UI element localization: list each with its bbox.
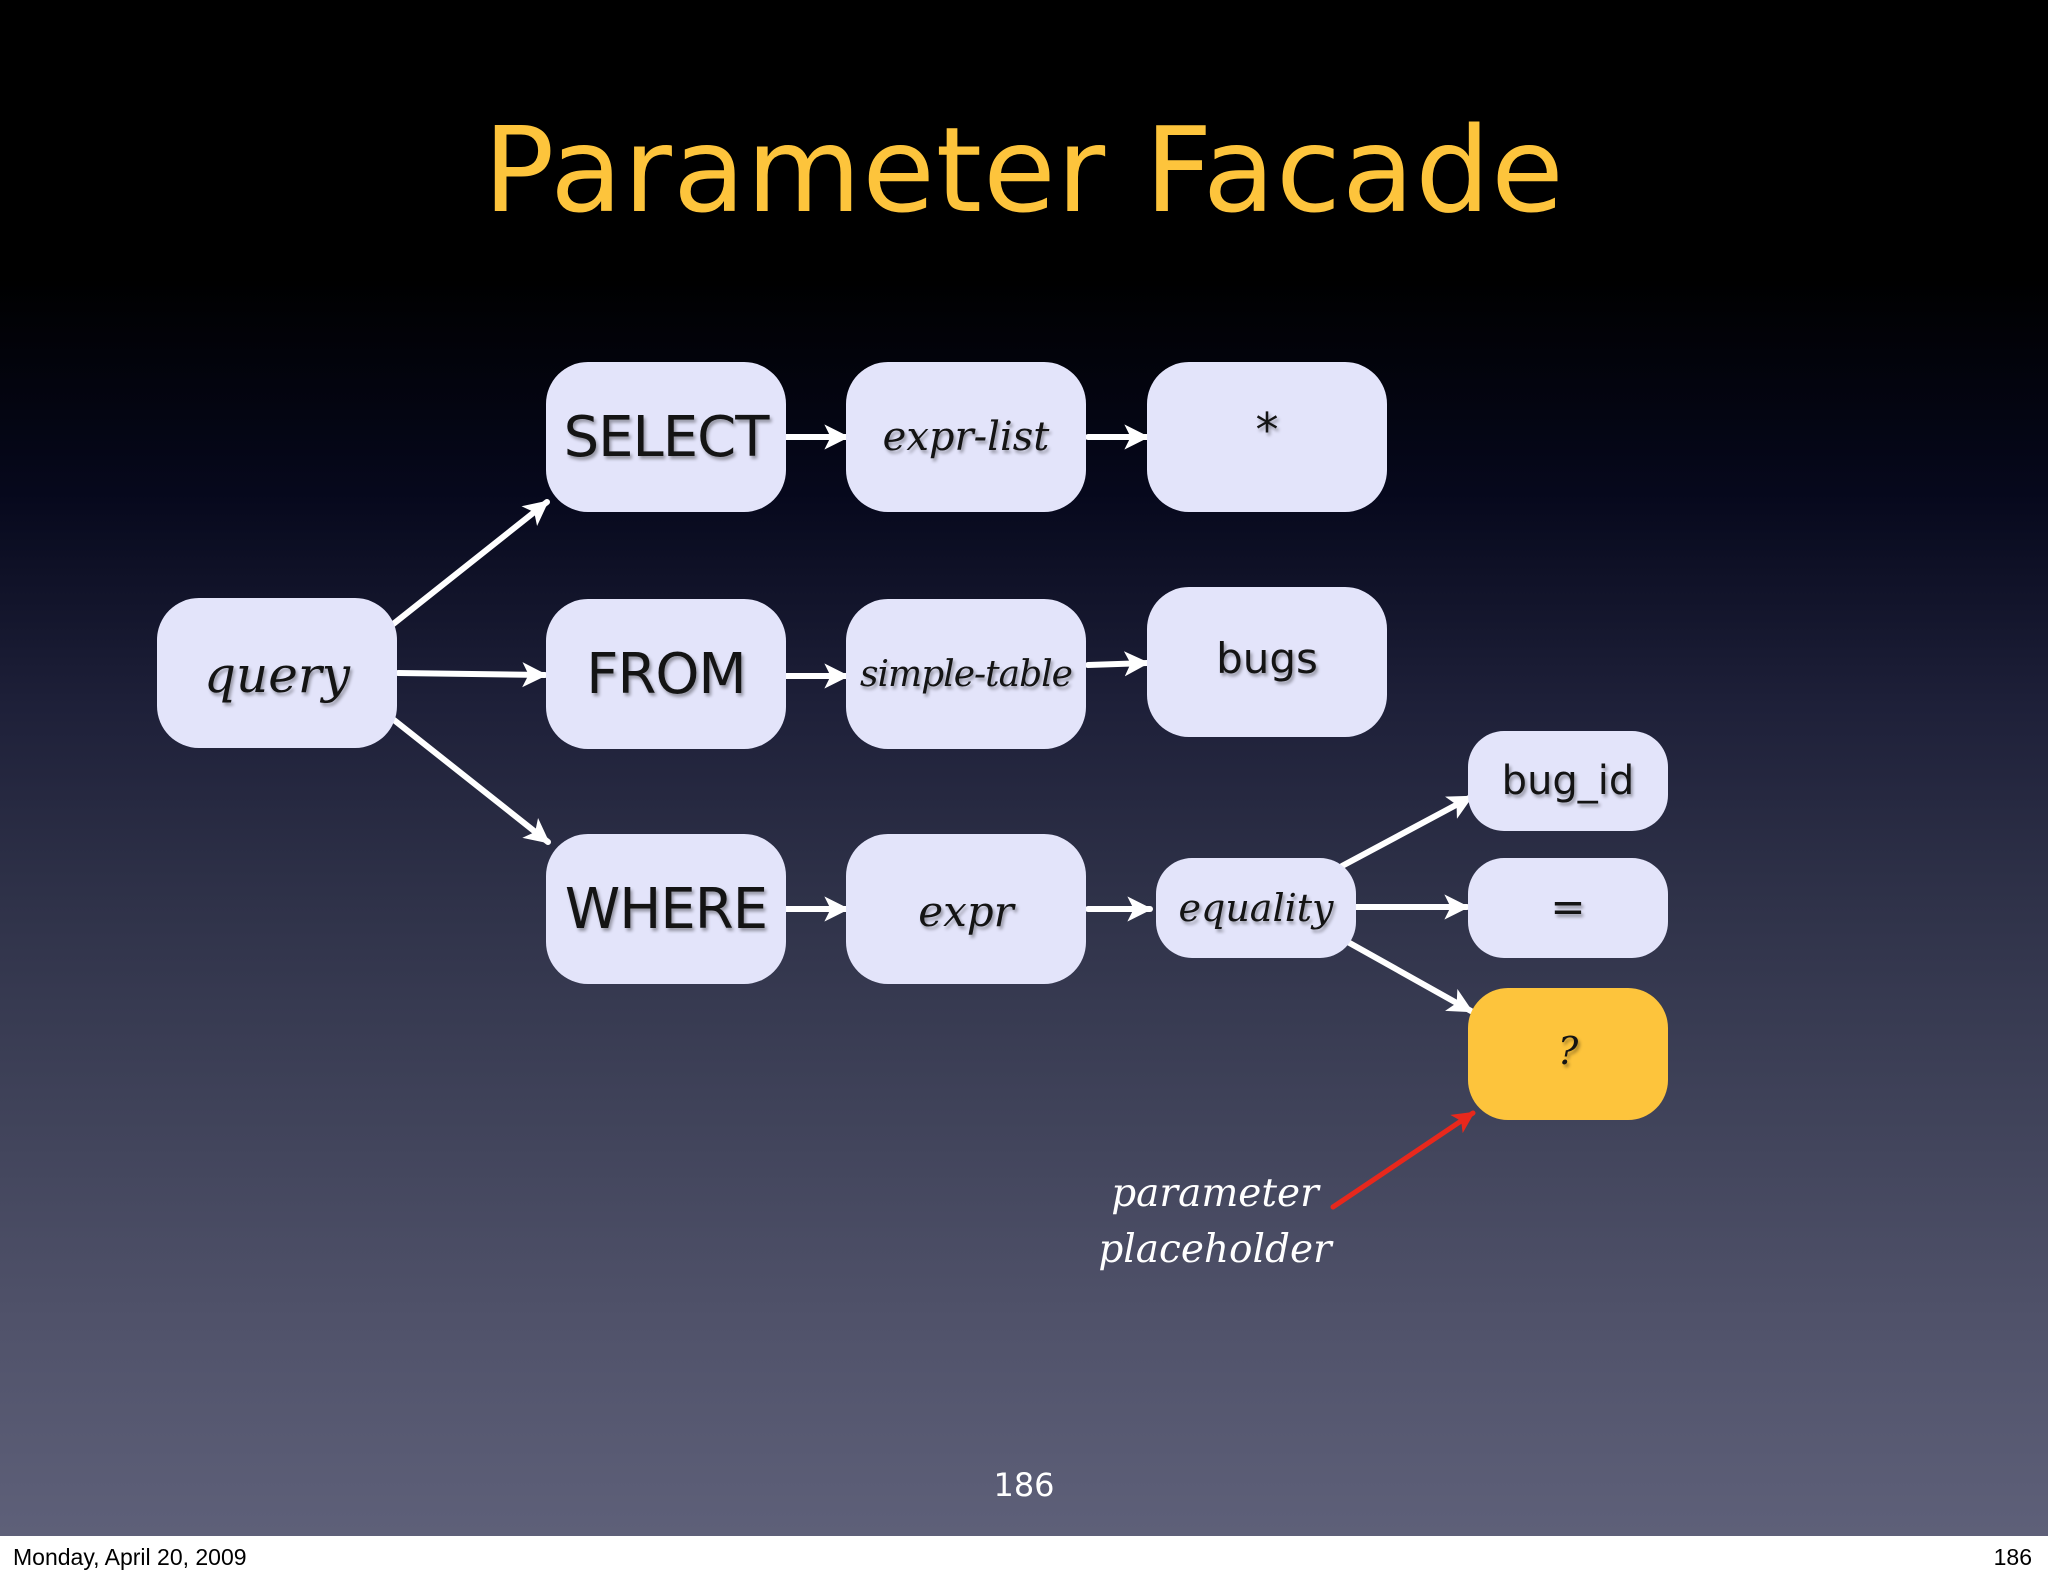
diagram-edges	[389, 424, 1476, 1210]
edge-query-from	[395, 662, 548, 688]
annotation-arrow	[1330, 1110, 1476, 1210]
node-query-label: query	[204, 646, 350, 704]
node-where: WHERE	[546, 834, 786, 984]
slide-number: 186	[993, 1466, 1055, 1504]
node-from-label: FROM	[586, 641, 747, 707]
node-select: SELECT	[546, 362, 786, 512]
node-bug-id-label: bug_id	[1501, 758, 1635, 804]
node-equality-label: equality	[1178, 886, 1334, 930]
footer-date: Monday, April 20, 2009	[13, 1544, 247, 1570]
node-simple-table-label: simple-table	[860, 653, 1073, 695]
node-placeholder: ?	[1468, 988, 1668, 1120]
node-equality: equality	[1156, 858, 1356, 958]
node-expr: expr	[846, 834, 1086, 984]
node-expr-list-label: expr-list	[882, 414, 1050, 460]
node-equals: =	[1468, 858, 1668, 958]
node-bugs: bugs	[1147, 587, 1387, 737]
node-star-label: *	[1255, 403, 1279, 457]
node-placeholder-label: ?	[1557, 1029, 1579, 1073]
node-simple-table: simple-table	[846, 599, 1086, 749]
footer-bar: Monday, April 20, 2009 186	[0, 1536, 2048, 1576]
slide: Parameter Facade	[0, 0, 2048, 1536]
node-expr-list: expr-list	[846, 362, 1086, 512]
node-query: query	[157, 598, 397, 748]
annotation-line2: placeholder	[1098, 1227, 1332, 1272]
edge-query-where	[391, 717, 551, 845]
node-select-label: SELECT	[563, 404, 770, 470]
node-bugs-label: bugs	[1216, 633, 1318, 683]
slide-title: Parameter Facade	[483, 101, 1565, 239]
node-star: *	[1147, 362, 1387, 512]
node-bug-id: bug_id	[1468, 731, 1668, 831]
node-from: FROM	[546, 599, 786, 749]
node-equals-label: =	[1550, 881, 1586, 931]
edge-equality-placeholder	[1343, 938, 1474, 1014]
edge-query-select	[389, 499, 550, 628]
footer-page-number: 186	[1993, 1544, 2032, 1570]
edge-equality-bugid	[1339, 794, 1474, 869]
node-expr-label: expr	[918, 886, 1014, 936]
annotation-line1: parameter	[1111, 1171, 1319, 1216]
edge-simpletable-bugs	[1085, 651, 1150, 677]
annotation-text: parameter placeholder	[1070, 1166, 1360, 1278]
node-where-label: WHERE	[564, 876, 768, 942]
